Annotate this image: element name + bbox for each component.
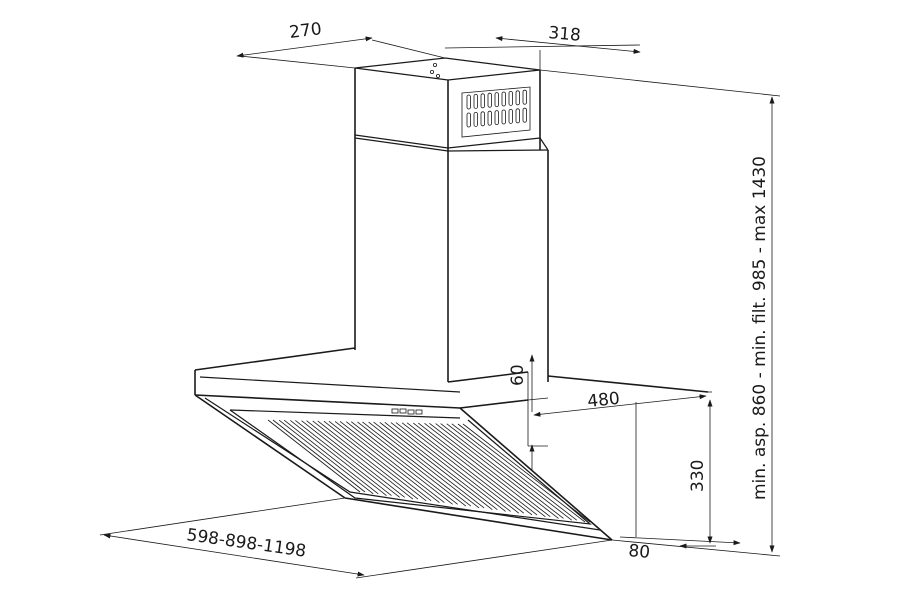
vent-slot [508, 91, 513, 106]
vent-slot [466, 94, 471, 110]
chimney-vent-grille [461, 86, 531, 138]
vent-slot [473, 112, 478, 127]
dim-chimney-width: 270 [288, 19, 323, 43]
filter-slat [312, 420, 419, 500]
filter-slat [379, 422, 498, 510]
control-button [391, 408, 399, 414]
control-button [407, 409, 415, 415]
grease-filter [267, 419, 591, 523]
dim-chimney-depth: 318 [548, 23, 582, 46]
filter-slat [368, 421, 485, 509]
filter-slat [390, 422, 511, 512]
control-button [399, 408, 407, 414]
chimney [354, 57, 549, 382]
filter-slat [334, 421, 445, 503]
filter-slat [301, 420, 405, 498]
vent-slot [522, 89, 527, 105]
dim-front-offset: 80 [628, 541, 651, 563]
vent-slot [522, 107, 527, 123]
vent-slot [515, 90, 520, 106]
vent-slot [501, 109, 506, 125]
filter-slat [401, 422, 525, 514]
vent-slot [508, 109, 513, 124]
vent-slot [494, 110, 499, 125]
vent-slot [487, 110, 492, 126]
dim-hood-width: 598-898-1198 [185, 525, 307, 562]
filter-slat [345, 421, 458, 505]
vent-slot [487, 92, 492, 108]
dim-hood-height: 330 [688, 460, 708, 492]
filter-slat [278, 419, 379, 495]
vent-slot [494, 92, 499, 107]
filter-slat [446, 423, 578, 521]
filter-slat [435, 423, 564, 519]
filter-slat [457, 423, 591, 523]
filter-slat [424, 422, 551, 518]
vent-slot [480, 93, 485, 109]
filter-slat [323, 420, 432, 502]
dimension-lines [99, 36, 781, 579]
dim-canopy-thickness: 60 [508, 364, 528, 386]
filter-slat [267, 419, 366, 493]
control-panel [391, 408, 423, 415]
filter-slat [413, 422, 538, 516]
vent-slot [473, 94, 478, 109]
vent-slot [480, 111, 485, 127]
vent-slot [466, 112, 471, 128]
dim-total-height: min. asp. 860 - min. filt. 985 - max 143… [750, 156, 770, 500]
dim-canopy-depth: 480 [586, 389, 620, 412]
vent-slot [515, 108, 520, 124]
canopy [194, 347, 709, 541]
filter-slat [290, 420, 392, 496]
control-button [415, 409, 423, 415]
vent-slot [501, 91, 506, 107]
filter-slat [357, 421, 472, 507]
